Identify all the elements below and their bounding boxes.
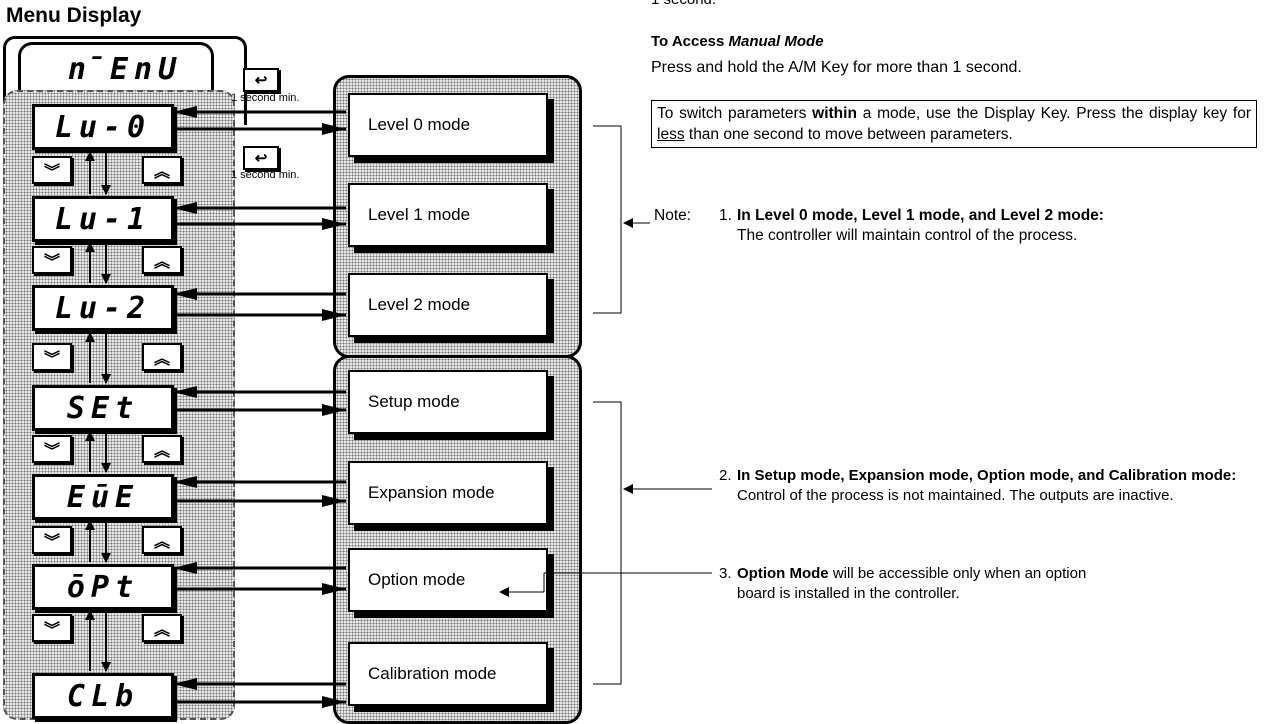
display-level1: Lu-1 bbox=[32, 196, 174, 242]
double-chevron-down-icon: ︾ bbox=[43, 534, 60, 551]
down-key[interactable]: ︾ bbox=[32, 156, 72, 184]
display-expansion: EūE bbox=[32, 474, 174, 520]
mode-label: Level 2 mode bbox=[368, 295, 471, 314]
up-key[interactable]: ︽ bbox=[142, 156, 182, 184]
double-chevron-down-icon: ︾ bbox=[43, 164, 60, 181]
mode-label: Expansion mode bbox=[368, 483, 495, 502]
up-key[interactable]: ︽ bbox=[142, 343, 182, 371]
double-chevron-down-icon: ︾ bbox=[43, 351, 60, 368]
prior-text-fragment: 1 second. bbox=[651, 0, 716, 10]
mode-key[interactable]: ↩ bbox=[243, 146, 279, 170]
display-setup: SEt bbox=[32, 385, 174, 431]
double-chevron-down-icon: ︾ bbox=[43, 622, 60, 639]
note1: In Level 0 mode, Level 1 mode, and Level… bbox=[737, 207, 1104, 244]
hold-duration-label: 1 second min. bbox=[231, 169, 300, 181]
note3-number: 3. bbox=[719, 565, 732, 582]
display-option: ōPt bbox=[32, 564, 174, 610]
down-key[interactable]: ︾ bbox=[32, 435, 72, 463]
double-chevron-up-icon: ︽ bbox=[153, 254, 170, 271]
note-label: Note: bbox=[654, 207, 692, 224]
mode-key[interactable]: ↩ bbox=[243, 68, 279, 92]
note1-number: 1. bbox=[719, 207, 732, 224]
double-chevron-up-icon: ︽ bbox=[153, 164, 170, 181]
return-arrow-icon: ↩ bbox=[254, 150, 268, 167]
note2: In Setup mode, Expansion mode, Option mo… bbox=[737, 467, 1237, 504]
double-chevron-up-icon: ︽ bbox=[153, 622, 170, 639]
double-chevron-down-icon: ︾ bbox=[43, 254, 60, 271]
mode-level0[interactable]: Level 0 mode bbox=[348, 93, 548, 157]
mode-expansion[interactable]: Expansion mode bbox=[348, 461, 548, 525]
display-level2: Lu-2 bbox=[32, 285, 174, 331]
return-arrow-icon: ↩ bbox=[254, 72, 268, 89]
mode-level2[interactable]: Level 2 mode bbox=[348, 273, 548, 337]
display-calibration: CLb bbox=[32, 673, 174, 719]
display-level0: Lu-0 bbox=[32, 104, 174, 150]
down-key[interactable]: ︾ bbox=[32, 526, 72, 554]
mode-label: Calibration mode bbox=[368, 664, 497, 683]
down-key[interactable]: ︾ bbox=[32, 614, 72, 642]
up-key[interactable]: ︽ bbox=[142, 614, 182, 642]
mode-option[interactable]: Option mode bbox=[348, 548, 548, 612]
manual-mode-heading: To Access Manual Mode bbox=[651, 33, 824, 50]
double-chevron-down-icon: ︾ bbox=[43, 443, 60, 460]
up-key[interactable]: ︽ bbox=[142, 526, 182, 554]
menu-display-readout: n̄EnU bbox=[67, 51, 183, 87]
display-key-note-box: To switch parameters within a mode, use … bbox=[651, 100, 1257, 148]
manual-mode-text: Press and hold the A/M Key for more than… bbox=[651, 59, 1022, 76]
mode-setup[interactable]: Setup mode bbox=[348, 370, 548, 434]
mode-label: Level 0 mode bbox=[368, 115, 471, 134]
hold-duration-label: 1 second min. bbox=[231, 92, 300, 104]
mode-calibration[interactable]: Calibration mode bbox=[348, 642, 548, 706]
double-chevron-up-icon: ︽ bbox=[153, 443, 170, 460]
mode-level1[interactable]: Level 1 mode bbox=[348, 183, 548, 247]
mode-label: Setup mode bbox=[368, 392, 460, 411]
double-chevron-up-icon: ︽ bbox=[153, 351, 170, 368]
down-key[interactable]: ︾ bbox=[32, 343, 72, 371]
note2-number: 2. bbox=[719, 467, 732, 484]
mode-label: Level 1 mode bbox=[368, 205, 471, 224]
page-title: Menu Display bbox=[6, 4, 142, 27]
double-chevron-up-icon: ︽ bbox=[153, 534, 170, 551]
up-key[interactable]: ︽ bbox=[142, 435, 182, 463]
down-key[interactable]: ︾ bbox=[32, 246, 72, 274]
mode-label: Option mode bbox=[368, 570, 466, 589]
note3: Option Mode will be accessible only when… bbox=[737, 565, 1087, 602]
up-key[interactable]: ︽ bbox=[142, 246, 182, 274]
